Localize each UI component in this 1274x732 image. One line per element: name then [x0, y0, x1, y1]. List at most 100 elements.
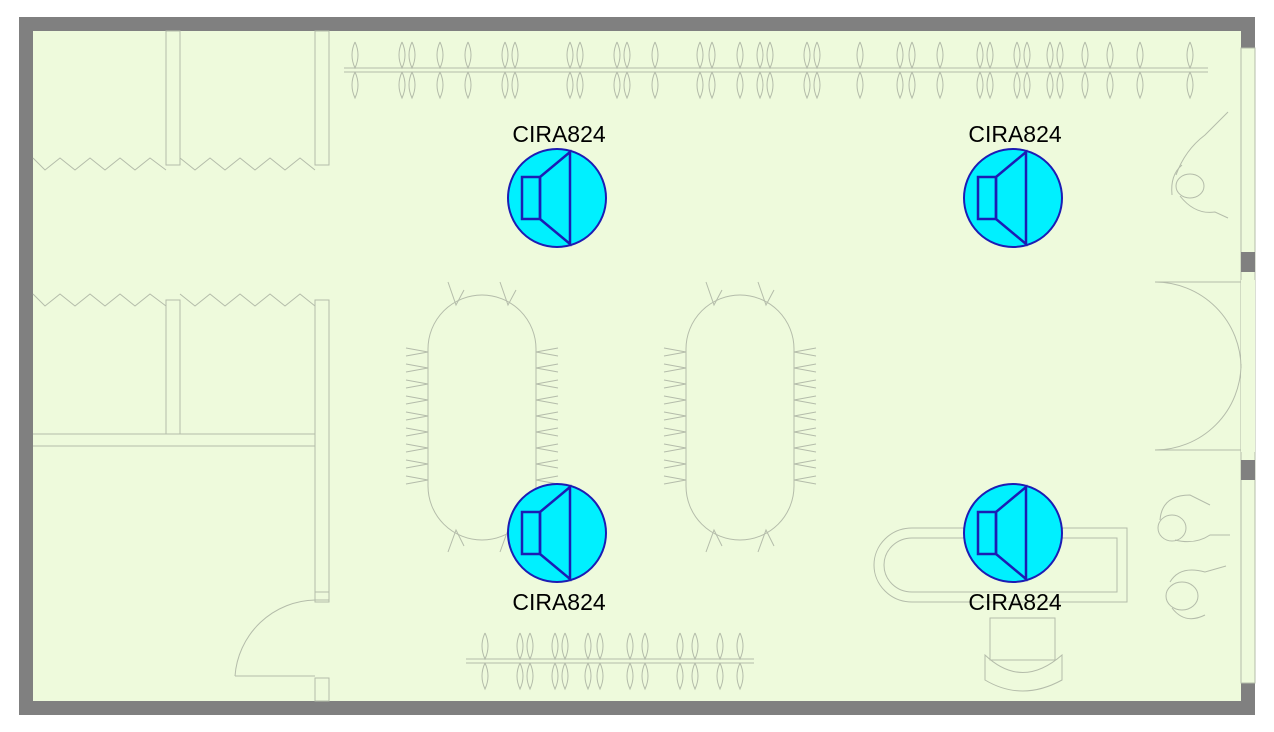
chair: [535, 395, 559, 405]
hanger: [526, 632, 534, 691]
conference-table: [685, 294, 795, 541]
chair: [405, 411, 429, 421]
chair: [405, 395, 429, 405]
hanger: [708, 41, 716, 100]
window-mullion: [1241, 252, 1255, 272]
chair: [447, 528, 465, 553]
hanger: [481, 632, 489, 691]
hangers-bottom: [481, 632, 744, 691]
chair: [535, 475, 559, 485]
door-jamb: [314, 591, 330, 603]
chair: [757, 528, 775, 553]
chair: [663, 443, 687, 453]
hanger: [986, 41, 994, 100]
hanger: [1013, 41, 1021, 100]
chair: [535, 411, 559, 421]
chair: [663, 363, 687, 373]
partition: [165, 30, 181, 166]
chair: [663, 411, 687, 421]
chair: [405, 443, 429, 453]
chair: [663, 379, 687, 389]
table-chairs: [405, 281, 817, 553]
hanger: [1046, 41, 1054, 100]
hanger: [676, 632, 684, 691]
chair: [793, 411, 817, 421]
chair: [663, 427, 687, 437]
hanger: [596, 632, 604, 691]
person-figure: [1165, 565, 1227, 620]
door-swing: [1154, 281, 1242, 369]
hanger: [766, 41, 774, 100]
hanger: [813, 41, 821, 100]
hanger: [1081, 41, 1089, 100]
speaker-icon: [963, 483, 1063, 583]
curtain: [32, 157, 167, 171]
chair: [757, 281, 775, 307]
chair: [793, 443, 817, 453]
hanger: [803, 41, 811, 100]
hanger: [896, 41, 904, 100]
hanger: [1186, 41, 1194, 100]
hanger: [976, 41, 984, 100]
door-swing: [1154, 363, 1242, 451]
curtain: [32, 293, 167, 307]
hanger: [696, 41, 704, 100]
door-jamb: [314, 677, 330, 702]
hanger: [651, 41, 659, 100]
chair: [405, 427, 429, 437]
hanger: [756, 41, 764, 100]
reception-desk: [883, 537, 1118, 593]
speaker-icon: [507, 148, 607, 248]
floor-area: [33, 31, 1241, 701]
chair: [663, 459, 687, 469]
chair: [405, 347, 429, 357]
person-figure: [1157, 494, 1230, 543]
reception-desk: [873, 527, 1128, 603]
chair: [535, 363, 559, 373]
speakers: [507, 148, 1063, 583]
chair: [535, 443, 559, 453]
partition: [314, 299, 330, 601]
chair: [793, 459, 817, 469]
chair: [535, 427, 559, 437]
door-opening: [1241, 280, 1255, 452]
hanger: [351, 41, 359, 100]
chair: [793, 395, 817, 405]
hanger: [551, 632, 559, 691]
hanger: [408, 41, 416, 100]
conference-table: [427, 294, 537, 541]
hanger: [908, 41, 916, 100]
partition: [165, 299, 181, 435]
hanger: [641, 632, 649, 691]
hanger: [626, 632, 634, 691]
chair: [663, 347, 687, 357]
curtain: [179, 293, 316, 307]
chair: [447, 281, 465, 307]
hanger: [691, 632, 699, 691]
chair: [793, 379, 817, 389]
hanger: [716, 632, 724, 691]
chair: [535, 379, 559, 389]
hanger: [936, 41, 944, 100]
hanger: [511, 41, 519, 100]
speaker-icon: [963, 148, 1063, 248]
hanger: [623, 41, 631, 100]
hanger: [501, 41, 509, 100]
hanger: [464, 41, 472, 100]
chair: [793, 347, 817, 357]
hanger: [1056, 41, 1064, 100]
linework: [32, 30, 1242, 702]
chair: [705, 528, 723, 553]
hanger: [584, 632, 592, 691]
door-swing: [234, 599, 316, 677]
chair: [405, 379, 429, 389]
chair: [793, 475, 817, 485]
armchair: [984, 653, 1063, 692]
hanger: [736, 41, 744, 100]
hanger: [1023, 41, 1031, 100]
hanger: [561, 632, 569, 691]
partition: [314, 30, 330, 166]
chair: [535, 459, 559, 469]
hanger: [398, 41, 406, 100]
